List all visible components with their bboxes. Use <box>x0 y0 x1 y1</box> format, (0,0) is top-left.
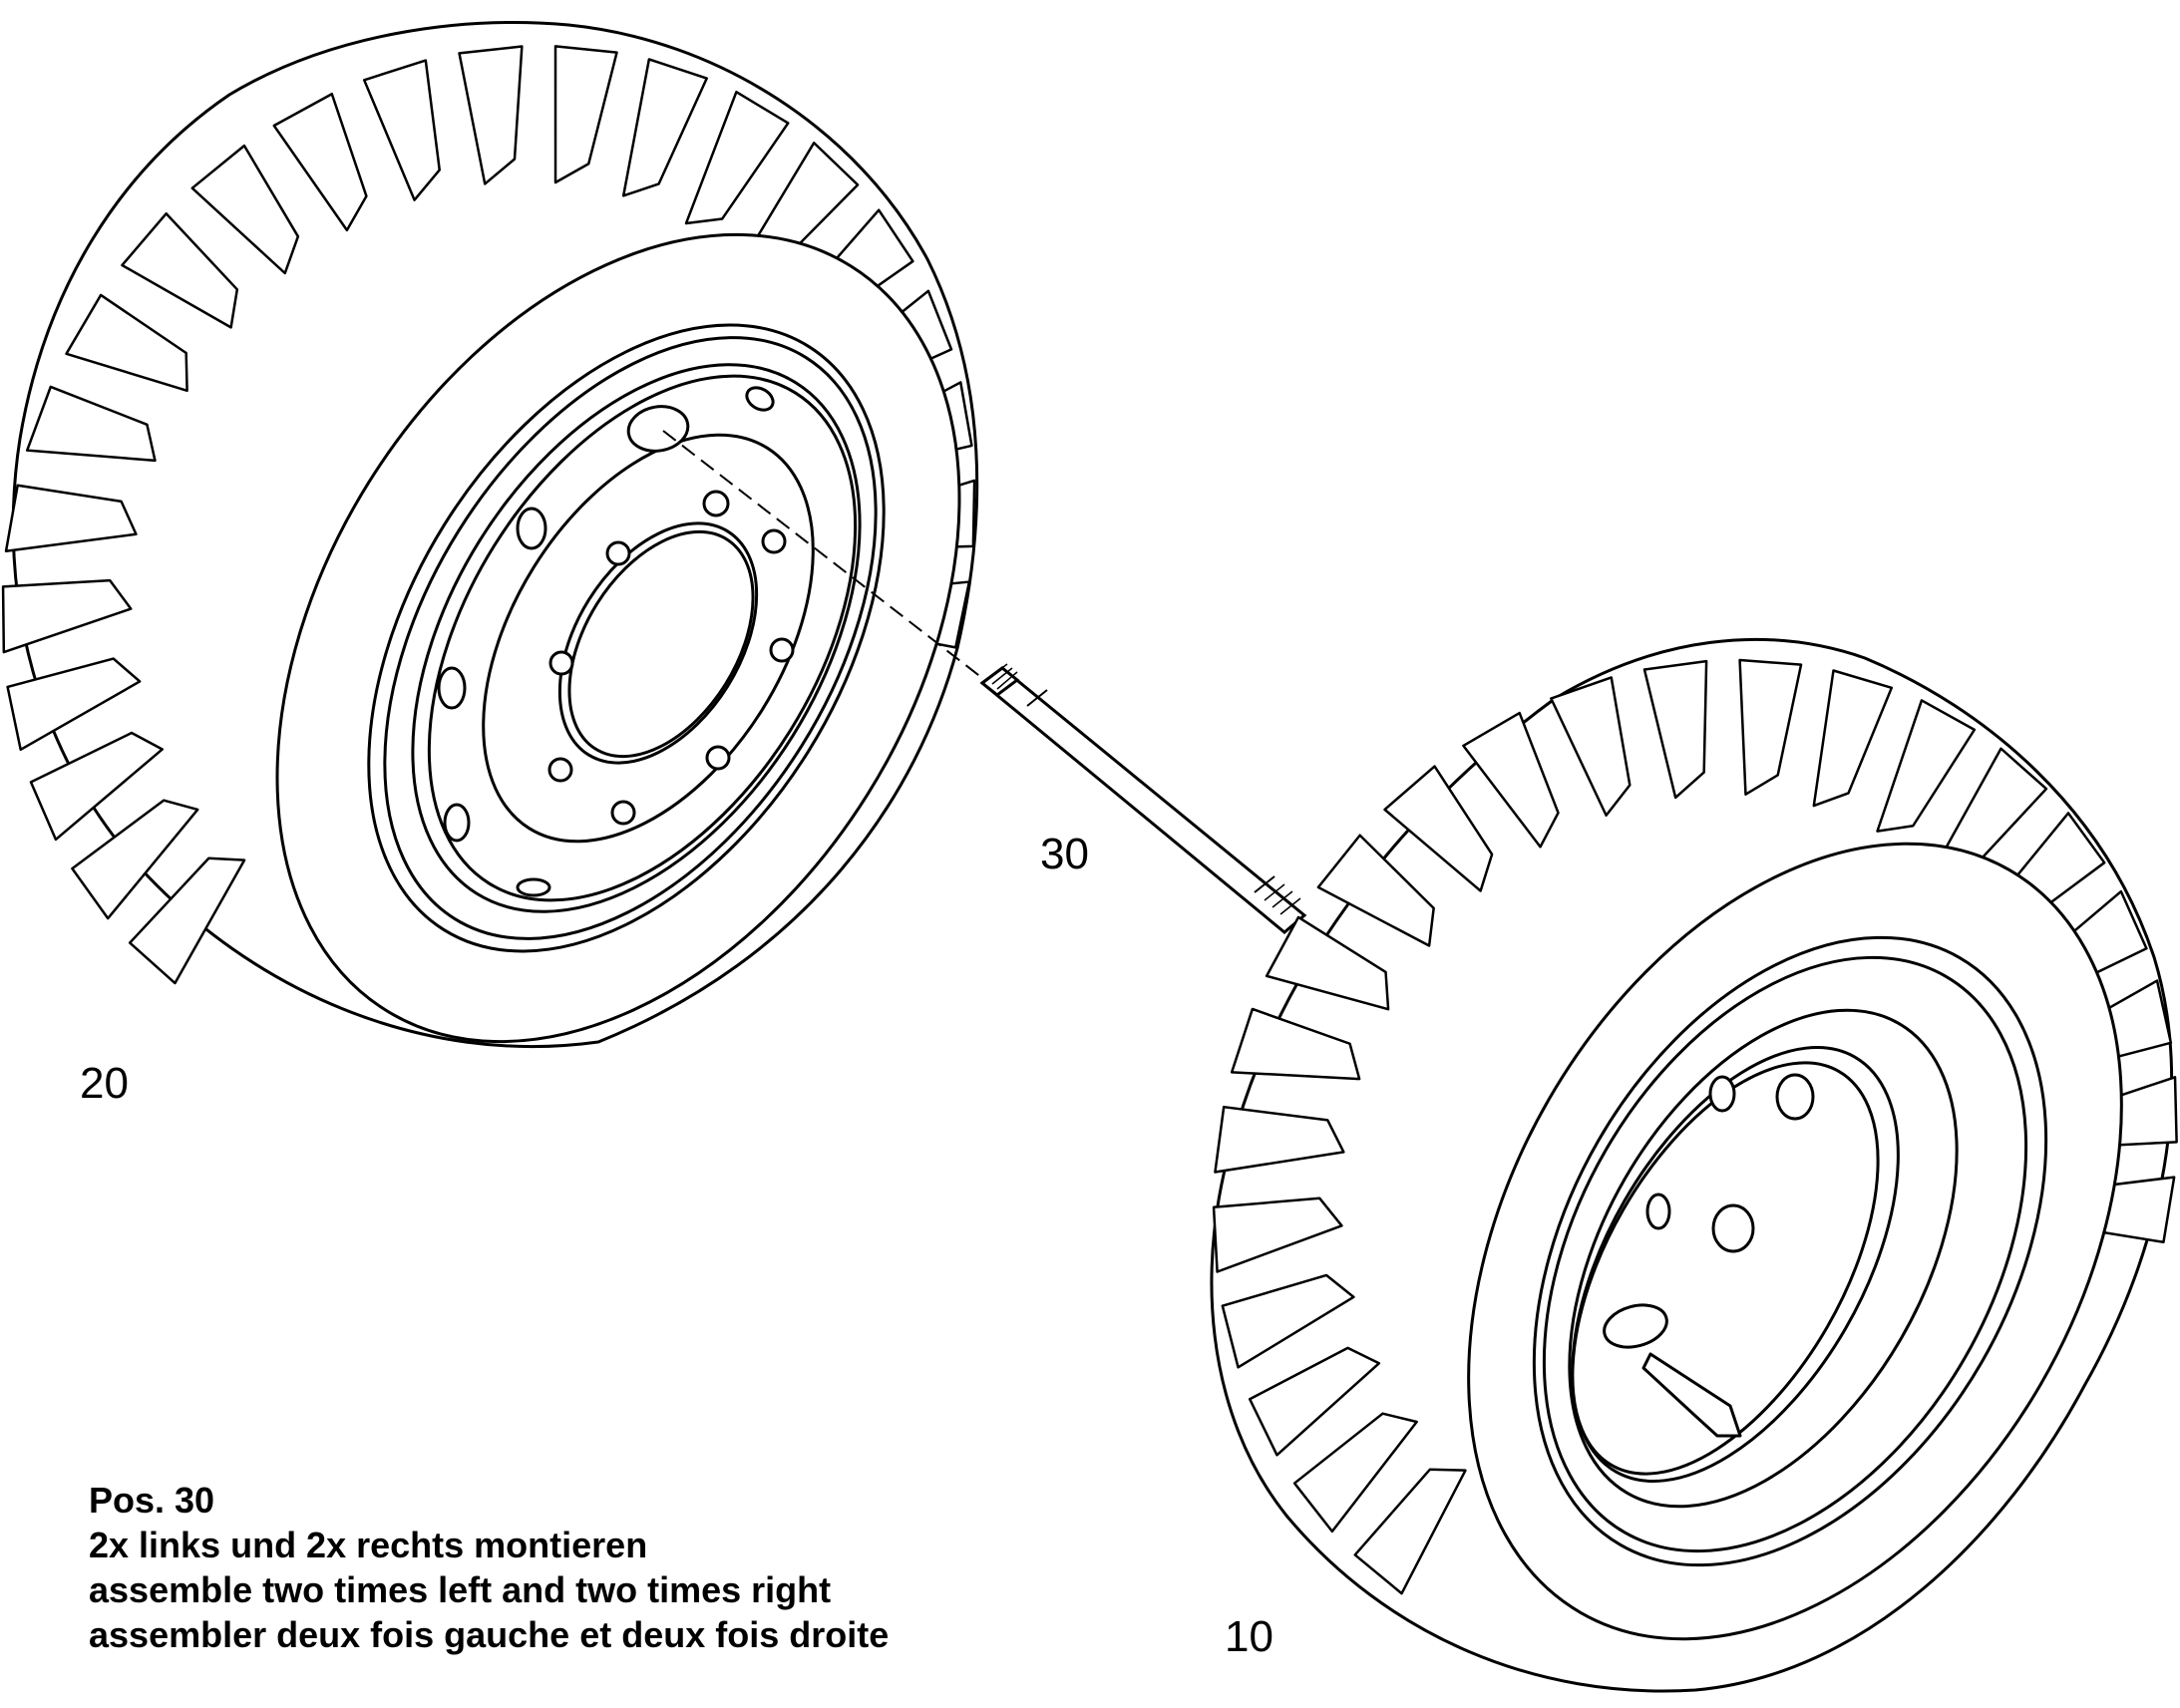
tread-lug <box>4 484 138 552</box>
tread-lug <box>1642 659 1708 800</box>
tread-lug <box>121 211 239 329</box>
valve-stem <box>1641 1352 1742 1438</box>
tread-lug <box>71 799 199 920</box>
tread-lug <box>29 731 165 842</box>
tread-lug <box>1812 669 1894 808</box>
tread-lug <box>1221 1273 1355 1369</box>
tread-lug <box>1383 765 1494 892</box>
tread-lug <box>1876 699 1977 833</box>
note-english: assemble two times left and two times ri… <box>89 1569 832 1610</box>
tread-lug <box>6 657 142 752</box>
center-line <box>662 430 983 679</box>
tread-lug <box>272 92 368 232</box>
tread-lug <box>65 293 188 393</box>
tread-lug <box>1248 1346 1381 1457</box>
rim-10 <box>1532 935 2048 1567</box>
callout-20: 20 <box>80 1059 129 1108</box>
tread-lug <box>190 144 300 275</box>
tread-lug <box>1462 711 1560 849</box>
rim-20 <box>367 323 886 953</box>
tread-lug <box>1353 1468 1467 1595</box>
note-french: assembler deux fois gauche et deux fois … <box>89 1614 890 1655</box>
tread-lug <box>1265 915 1390 1011</box>
tread-lug <box>1550 676 1632 818</box>
tread-lug <box>1316 834 1435 947</box>
callout-10: 10 <box>1225 1612 1273 1661</box>
tread-lug <box>684 90 790 225</box>
tread-lug <box>1738 658 1803 796</box>
callout-30: 30 <box>1040 830 1089 878</box>
wheel-assembly-10 <box>1210 637 2178 1693</box>
tread-lug <box>621 58 708 197</box>
note-position: Pos. 30 <box>89 1480 215 1521</box>
tread-lug <box>1292 1412 1418 1534</box>
tread-lug <box>362 59 441 201</box>
tread-lug <box>128 856 246 985</box>
tread-lug <box>1214 1105 1345 1174</box>
tread-lug <box>553 45 618 184</box>
axle-pin-30 <box>662 430 1307 934</box>
assembly-note: Pos. 30 2x links und 2x rechts montieren… <box>89 1478 889 1657</box>
note-german: 2x links und 2x rechts montieren <box>89 1525 648 1565</box>
tread-lug <box>1230 1007 1361 1081</box>
wheel-assembly-20 <box>1 21 979 1049</box>
tread-lug <box>25 385 157 463</box>
tread-lug <box>1212 1196 1343 1273</box>
tread-lug <box>458 45 524 185</box>
tread-lug <box>1 578 133 654</box>
